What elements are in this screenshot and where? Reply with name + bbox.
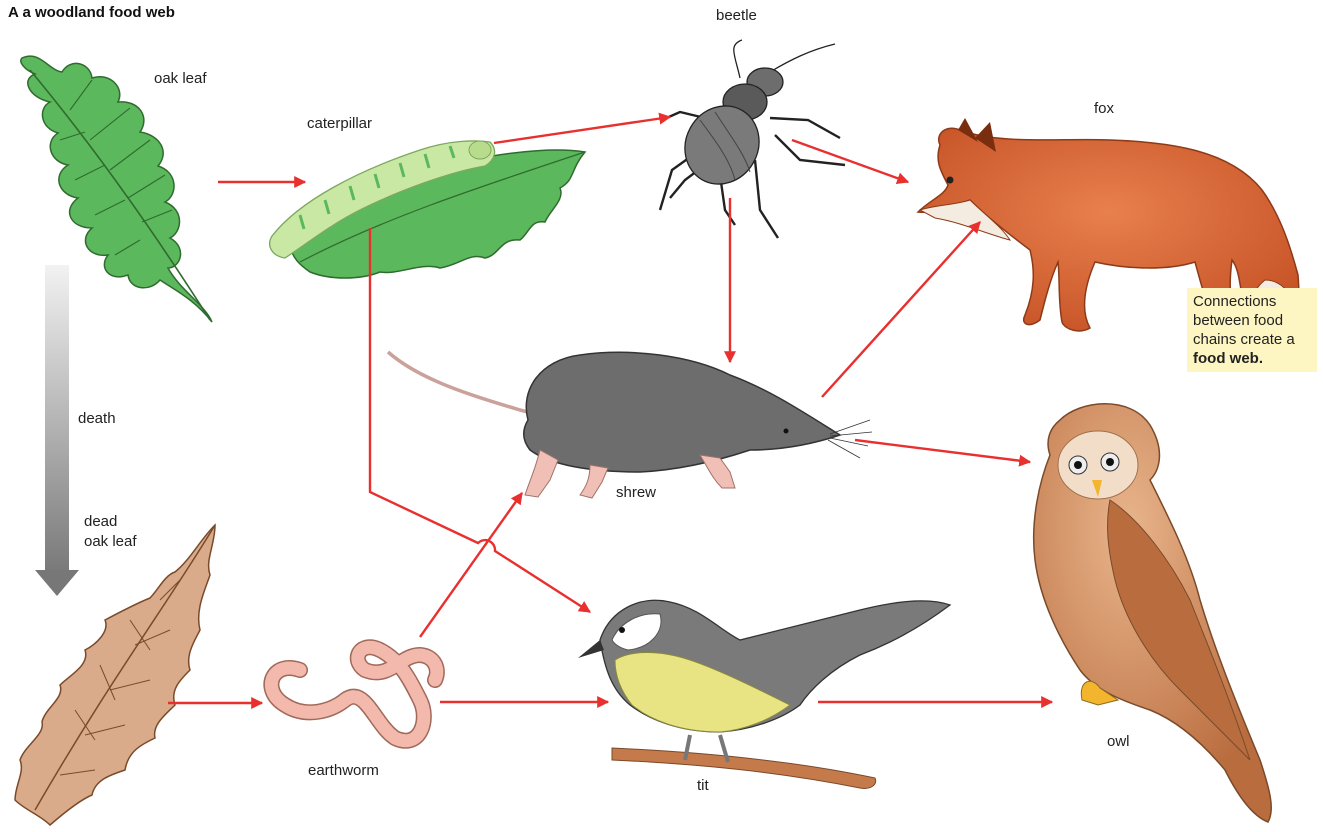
label-dead-oak-leaf-line2: oak leaf [84,532,137,552]
arrow-caterpillar-to-beetle [494,117,670,143]
arrow-shrew-to-fox [822,222,980,397]
tit-illustration [578,600,950,788]
label-dead-oak-leaf-line1: dead [84,512,137,532]
label-death: death [78,410,116,427]
owl-illustration [1034,404,1272,822]
label-beetle: beetle [716,7,757,24]
note-text: Connections between food chains create a [1193,293,1295,348]
label-caterpillar: caterpillar [307,115,372,132]
note-bold-text: food web. [1193,350,1263,367]
label-shrew: shrew [616,484,656,501]
label-earthworm: earthworm [308,762,379,779]
label-oak-leaf: oak leaf [154,70,207,87]
death-arrow [35,265,79,596]
earthworm-illustration [271,647,436,740]
beetle-illustration [660,40,845,238]
food-web-note: Connections between food chains create a… [1187,288,1317,372]
shrew-illustration [388,352,872,498]
label-dead-oak-leaf: dead oak leaf [84,512,137,552]
figure-title: A a woodland food web [8,4,175,21]
arrow-earthworm-to-shrew [420,493,522,637]
caterpillar-illustration [270,141,585,278]
label-fox: fox [1094,100,1114,117]
label-tit: tit [697,777,709,794]
arrow-shrew-to-owl [855,440,1030,462]
label-owl: owl [1107,733,1130,750]
